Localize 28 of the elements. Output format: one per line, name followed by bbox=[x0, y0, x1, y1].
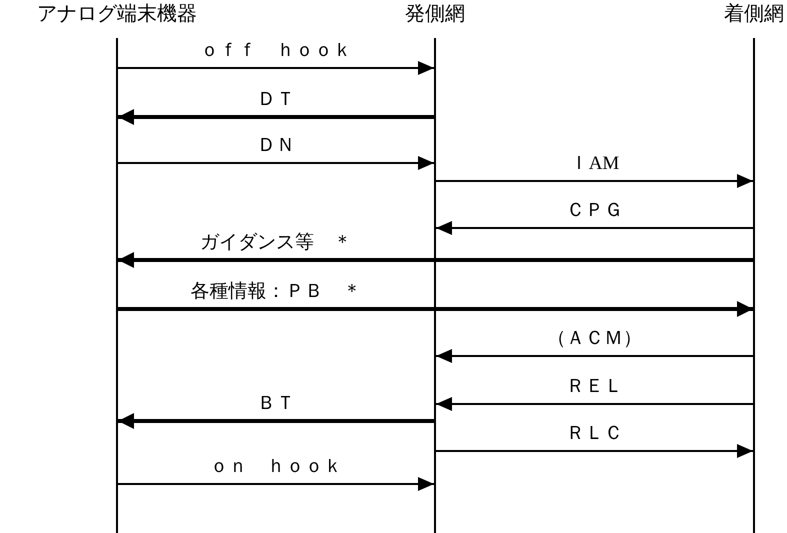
lifeline-heading: 発側網 bbox=[405, 2, 465, 26]
message-arrow bbox=[436, 221, 753, 235]
participant-column bbox=[724, 0, 784, 533]
message-arrow bbox=[436, 349, 753, 363]
message-arrow bbox=[118, 61, 434, 75]
message-arrow bbox=[118, 109, 434, 125]
edge-label: ＣＰＧ bbox=[566, 200, 623, 222]
message-arrow bbox=[118, 301, 753, 317]
edge-label: ＤＴ bbox=[257, 89, 295, 111]
edge-label: ＤＮ bbox=[257, 135, 295, 157]
edge-label: ＩAM bbox=[570, 153, 620, 175]
edge-label: ｏｆｆ ｈｏｏｋ bbox=[200, 40, 352, 62]
edge-label: ＲＬＣ bbox=[566, 423, 623, 445]
edge-label: 各種情報：ＰＢ ＊ bbox=[190, 281, 362, 303]
edge-label: ＢＴ bbox=[257, 393, 295, 415]
message-arrow bbox=[436, 397, 753, 411]
lifeline-heading: アナログ端末機器 bbox=[37, 2, 197, 26]
edge-label: ガイダンス等 ＊ bbox=[200, 232, 352, 254]
edge-label: ＲＥＬ bbox=[566, 376, 623, 398]
message-arrow bbox=[118, 252, 753, 268]
message-arrow bbox=[436, 174, 753, 188]
message-arrow bbox=[118, 413, 434, 429]
message-arrow bbox=[118, 477, 434, 491]
edge-label: ｏｎ ｈｏｏｋ bbox=[210, 456, 342, 478]
message-arrow bbox=[118, 156, 434, 170]
lifeline-heading: 着側網 bbox=[724, 2, 784, 26]
message-arrow bbox=[436, 444, 753, 458]
edge-label: （ＡＣＭ） bbox=[547, 328, 642, 350]
